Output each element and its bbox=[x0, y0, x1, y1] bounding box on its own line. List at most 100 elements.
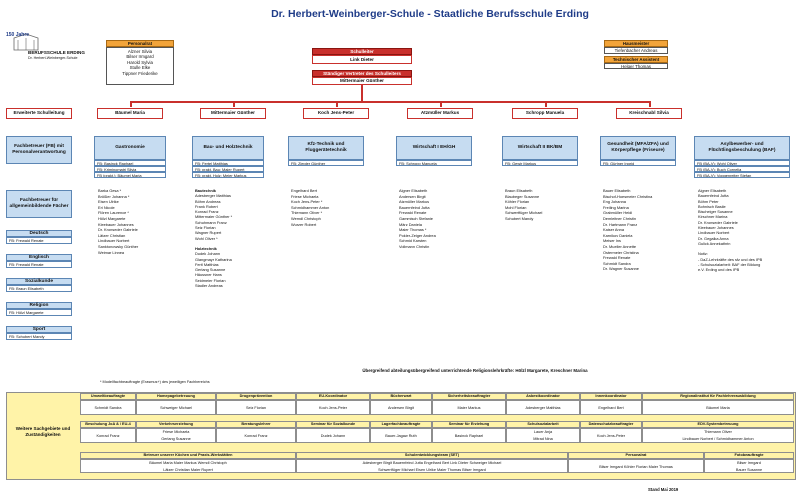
allg-subject: Sport bbox=[6, 326, 72, 333]
dept-header: Bau- und Holztechnik bbox=[192, 136, 264, 160]
schulleitung-member: Koch Jens-Peter bbox=[303, 108, 369, 119]
grid-head: Verkehrserziehung bbox=[136, 421, 216, 428]
dept-fb: FB: Ziegler Günther bbox=[288, 160, 364, 166]
grid-cell: Engelhard Bert bbox=[580, 400, 642, 415]
dept-staff: Barka Gesa *Brößler Johanna *Eisen Ulrik… bbox=[98, 188, 139, 255]
connector bbox=[649, 101, 651, 107]
grid-head: Datenschutzbeauftragter bbox=[580, 421, 642, 428]
page-title: Dr. Herbert-Weinberger-Schule - Staatlic… bbox=[271, 8, 589, 20]
dept-fb: FB: Basinck Raphael bbox=[94, 160, 166, 166]
dept-header: Gesundheit (MFA/ZFA) und Körperpflege (F… bbox=[600, 136, 676, 160]
grid-head: Seminar für Erziehung bbox=[432, 421, 506, 428]
grid-cell: Bäumel Maria Maier Markus Wemdl Christop… bbox=[80, 459, 296, 473]
dept-header: Gastronomie bbox=[94, 136, 166, 160]
bottom-side-label: Weitere Sachgebiete und Zuständigkeiten bbox=[15, 426, 71, 437]
allg-fb: FB: Schubert Mandy bbox=[6, 333, 72, 340]
schulleiter-name: Link Dieter bbox=[312, 55, 412, 64]
grid-cell: Schmidt Sandra bbox=[80, 400, 136, 415]
logo-years: 150 Jahre bbox=[6, 32, 30, 38]
personalrat-member: Harold Sylvia bbox=[127, 59, 153, 65]
schulleitung-member: Bäumel Maria bbox=[97, 108, 163, 119]
grid-head: Sicherheitsbeauftragter bbox=[432, 393, 506, 400]
grid-head: EDV-Systembetreuung bbox=[642, 421, 794, 428]
grid-row-3-heads: Betreuer unserer Köchen und Praxis-Werks… bbox=[80, 452, 794, 459]
allg-subject: Englisch bbox=[6, 254, 72, 261]
grid-row-1-vals: Schmidt Sandra Schweiger Michael Seiz Fl… bbox=[80, 400, 794, 415]
logo-sub: Dr. Herbert-Weinberger-Schule bbox=[28, 56, 78, 60]
grid-cell: Bilser Irmgard Köhler Florian Maier Thom… bbox=[568, 459, 704, 473]
grid-cell: Konrad Franz bbox=[80, 428, 136, 443]
dept-fb: FB: Gewir Markus bbox=[502, 160, 578, 166]
grid-head: Beratungslehrer bbox=[216, 421, 296, 428]
grid-cell: Basinck Raphael bbox=[432, 428, 506, 443]
allg-fb: FB: Frewald Renate bbox=[6, 237, 72, 244]
dept-fb: FB (BA-V): Voggenreiter Stefan bbox=[694, 172, 790, 178]
connector bbox=[440, 101, 442, 107]
stand-date: Stand Mai 2019 bbox=[648, 487, 679, 492]
grid-cell: Koch Jens-Peter bbox=[296, 400, 370, 415]
grid-head: Asbestkoordinator bbox=[506, 393, 580, 400]
grid-head: Innenkoordinator bbox=[580, 393, 642, 400]
logo-name: BERUFSSCHULE ERDING bbox=[28, 50, 85, 55]
personalrat-member: Stulle Elke bbox=[129, 65, 151, 71]
grid-head: EU-Koordinator bbox=[296, 393, 370, 400]
grid-cell: Dudek Johann bbox=[296, 428, 370, 443]
dept-fb: FB: Gürtner Ingrid bbox=[600, 160, 676, 166]
connector bbox=[361, 85, 363, 101]
grid-cell: Schweiger Michael bbox=[136, 400, 216, 415]
connector bbox=[130, 101, 132, 107]
allg-fb: FB: Braun Elisabeth bbox=[6, 285, 72, 292]
connector bbox=[545, 101, 547, 107]
schulleiter-label: Schulleiter bbox=[312, 48, 412, 55]
allg-fb: FB: Hölzl Margarete bbox=[6, 309, 72, 316]
grid-head: Seminar für Sozialkunde bbox=[296, 421, 370, 428]
grid-head: Schulentwicklungsteam (SET) bbox=[296, 452, 568, 459]
dept-fb: FB: Fertel Matthias bbox=[192, 160, 264, 166]
dept-fb: FB (BA-V): Wohl Oliver bbox=[694, 160, 790, 166]
dept-fb: FB: Kriminomatri Silvia bbox=[94, 166, 166, 172]
vertreter-label: Ständiger Vertreter des Schulleiters bbox=[312, 70, 412, 77]
dept-fb: FB (prakt.): Bäumel Maria bbox=[94, 172, 166, 178]
fb-label: Fachbetreuer (FB) mit Personalverantwort… bbox=[6, 136, 72, 164]
grid-head: Regionalinstitut für Fachlehrerausbildun… bbox=[642, 393, 794, 400]
allg-fb: FB: Frewald Renate bbox=[6, 261, 72, 268]
schulleitung-member: Schropp Manuela bbox=[512, 108, 578, 119]
techassist-label: Technischer Assistent bbox=[604, 56, 668, 63]
grid-head: Betreuer unserer Köchen und Praxis-Werks… bbox=[80, 452, 296, 459]
dept-header: Wirtschaft I EH/GH bbox=[396, 136, 472, 160]
connector bbox=[336, 101, 338, 107]
school-logo: 150 Jahre BERUFSSCHULE ERDING Dr. Herber… bbox=[4, 30, 92, 64]
personalrat-member: Tippner Friederike bbox=[122, 70, 158, 76]
grid-head: Umweltbeauftragte bbox=[80, 393, 136, 400]
grid-cell: Seiz Florian bbox=[216, 400, 296, 415]
grid-head: Fotobeauftragte bbox=[704, 452, 794, 459]
dept-header: Wirtschaft II BK/BM bbox=[502, 136, 578, 160]
grid-row-1-heads: Umweltbeauftragte Homepagebetreuung Drog… bbox=[80, 393, 794, 400]
hausmeister-name: Tiefenbacher Andreas bbox=[604, 47, 668, 54]
dept-header: Kfz-Technik und Fluggerätetechnik bbox=[288, 136, 364, 160]
grid-cell: Andersen Birgit bbox=[370, 400, 432, 415]
schulleitung-member: Kreischnabl Silvia bbox=[616, 108, 682, 119]
schulleitung-member: Atzmüller Markus bbox=[407, 108, 473, 119]
grid-cell: Bauer-Jagaw Ruth bbox=[370, 428, 432, 443]
dept-fb: FB (BA-V): Buch Cornelia bbox=[694, 166, 790, 172]
grid-head: Homepagebetreuung bbox=[136, 393, 216, 400]
connector bbox=[233, 101, 235, 107]
grid-head: Beschulung JoA & / EU-4 bbox=[80, 421, 136, 428]
grid-row-2-heads: Beschulung JoA & / EU-4 Verkehrserziehun… bbox=[80, 421, 794, 428]
grid-head: Schulsozialarbeit bbox=[506, 421, 580, 428]
personalrat-header: Personalrat bbox=[106, 40, 174, 47]
grid-cell: Koch Jens-Peter bbox=[580, 428, 642, 443]
dept-fb: FB: Schropp Manuela bbox=[396, 160, 472, 166]
grid-cell: Maier Markus bbox=[432, 400, 506, 415]
dept-fb: FB: prakt. Holz: Meier Markus bbox=[192, 172, 264, 178]
